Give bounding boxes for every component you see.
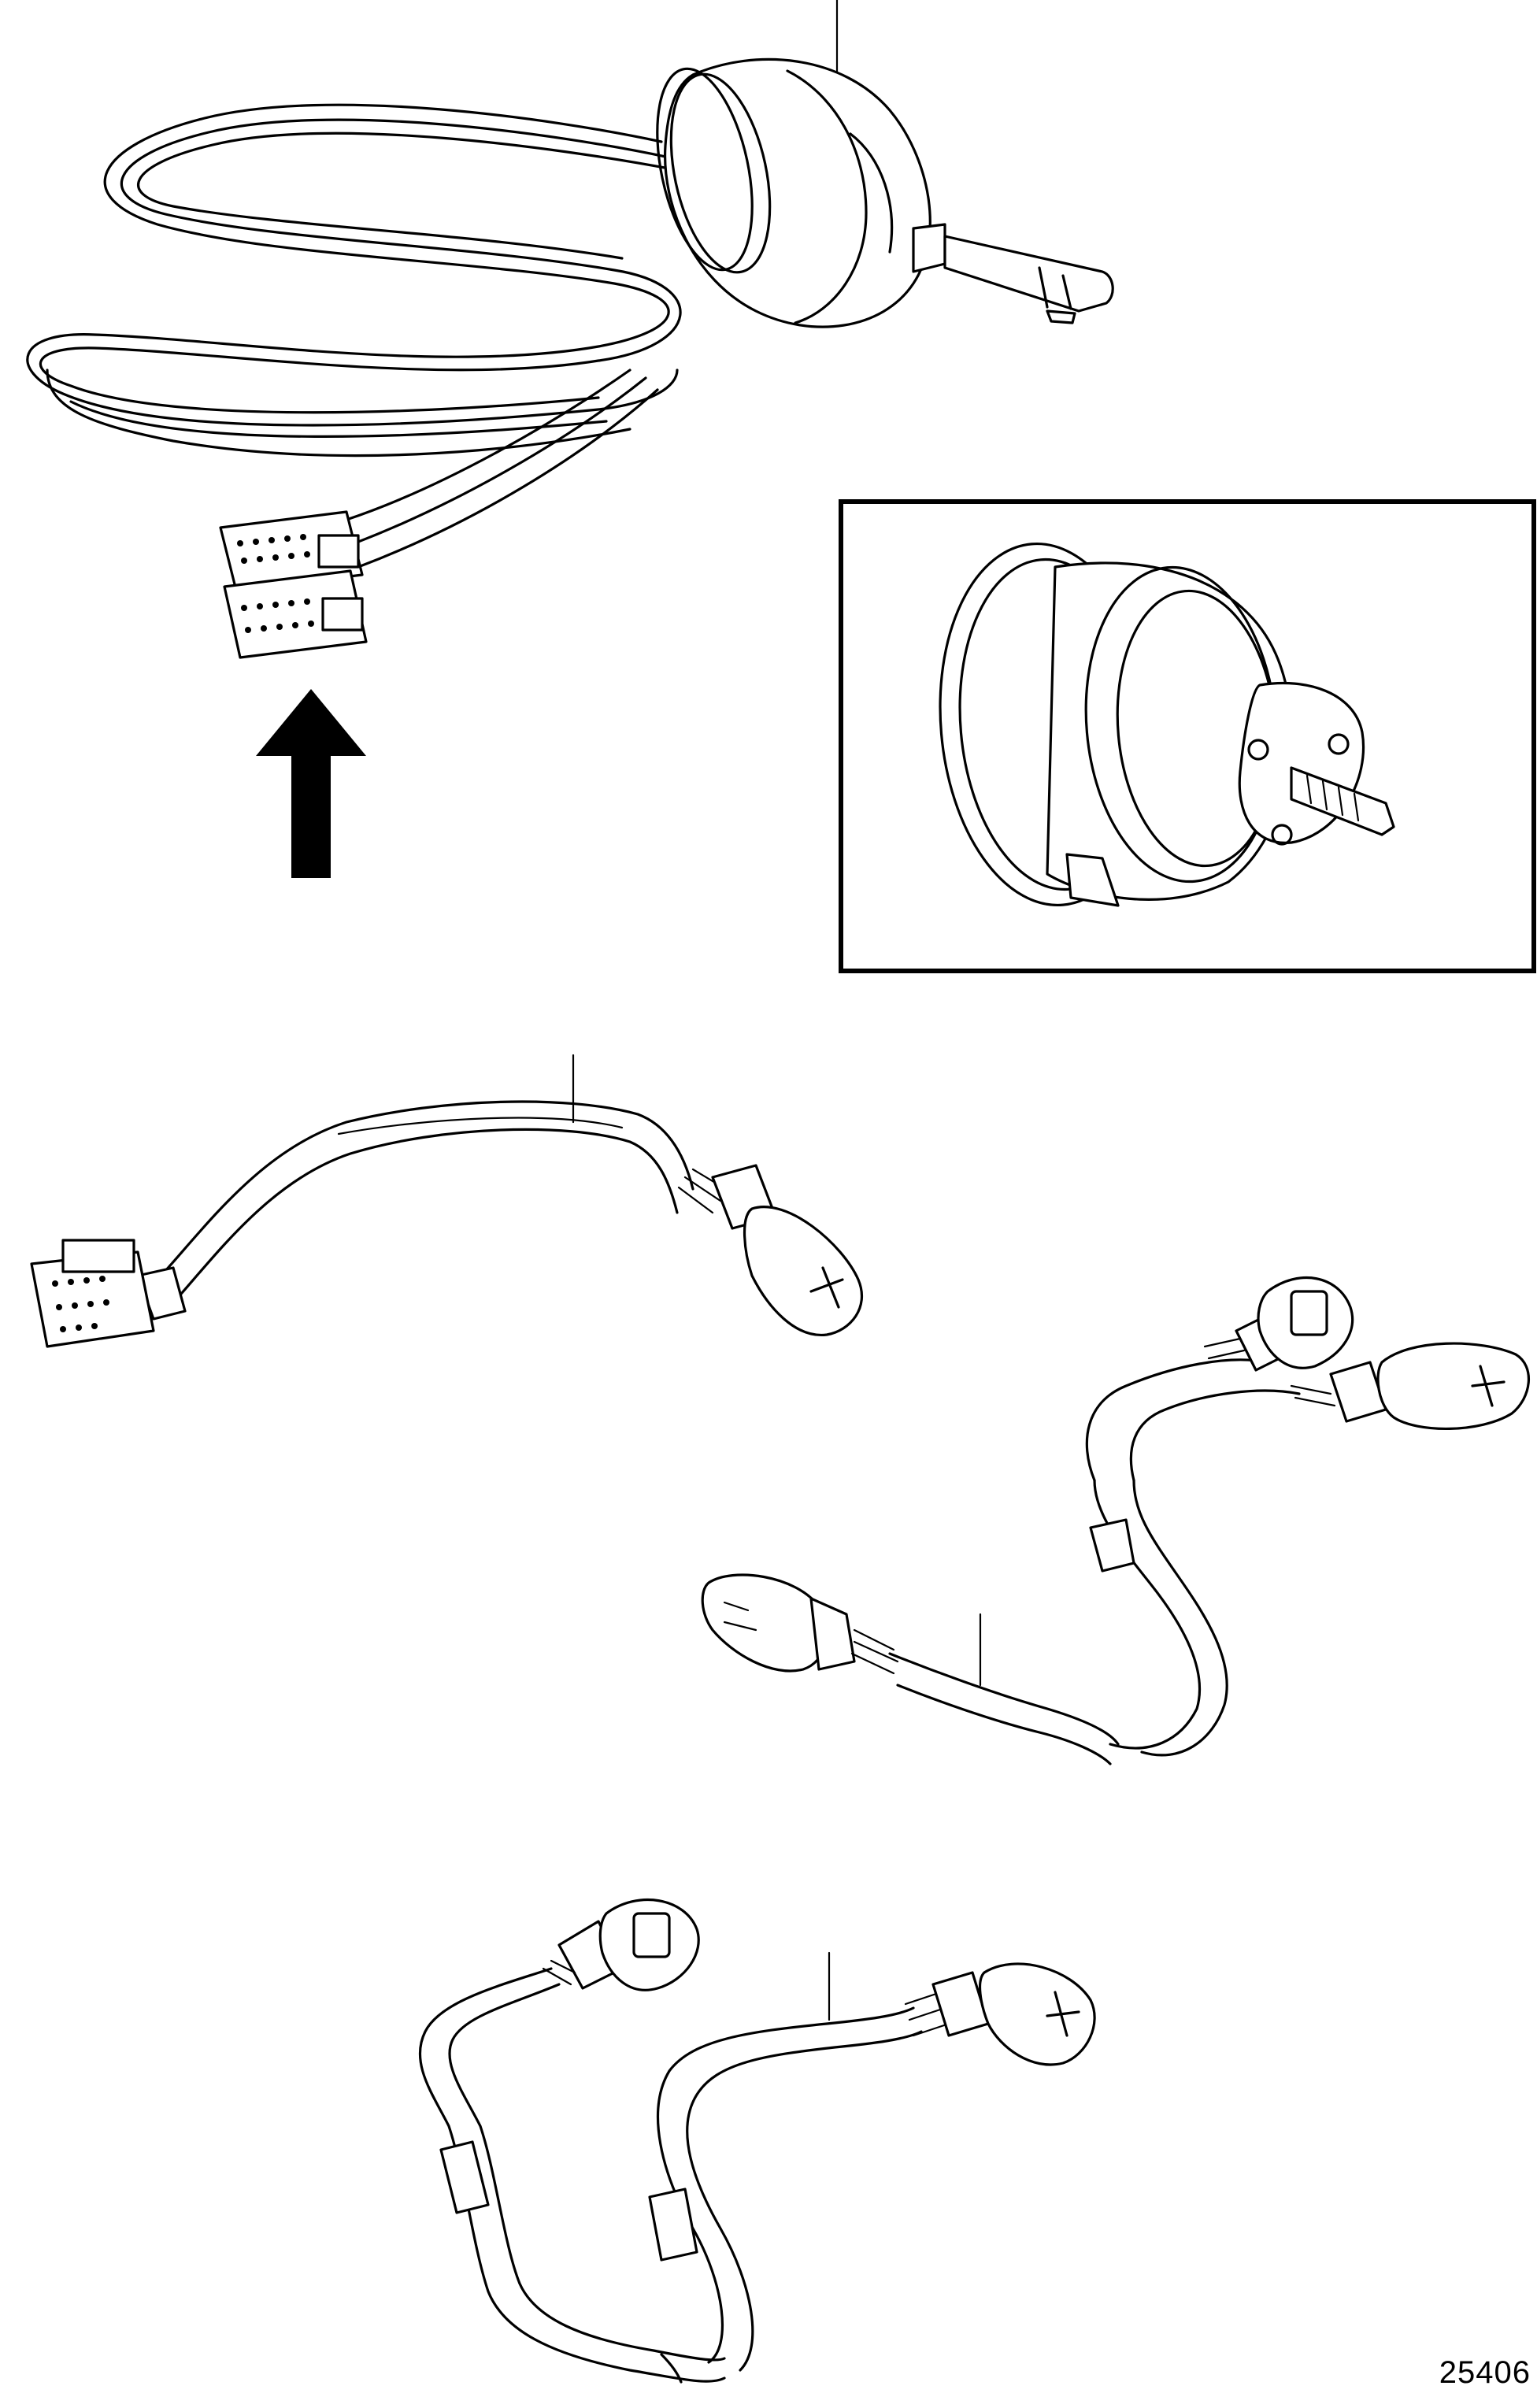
figure-reference-number: 25406 xyxy=(1439,2355,1531,2390)
y-harness-icon xyxy=(701,1276,1531,1765)
arrow-up-icon xyxy=(256,689,366,878)
connector-direction-arrow xyxy=(256,689,366,878)
gauge-detail-icon xyxy=(939,542,1395,907)
double-connector-icon xyxy=(219,510,368,659)
split-harness-icon xyxy=(418,1898,1096,2384)
inset-frame xyxy=(839,499,1536,973)
connector-pin-dots xyxy=(237,534,314,633)
inset-gauge-detail xyxy=(839,499,1536,973)
sender-body-icon xyxy=(656,57,1114,328)
looped-cable-icon xyxy=(26,103,682,569)
gauge-sender-with-harness xyxy=(26,0,1114,659)
adapter-harness-split xyxy=(418,1898,1096,2384)
adapter-harness-straight xyxy=(30,1054,864,1348)
adapter-harness-y xyxy=(701,1276,1531,1765)
connector-pin-dots xyxy=(52,1276,109,1332)
harness-icon xyxy=(30,1100,864,1348)
